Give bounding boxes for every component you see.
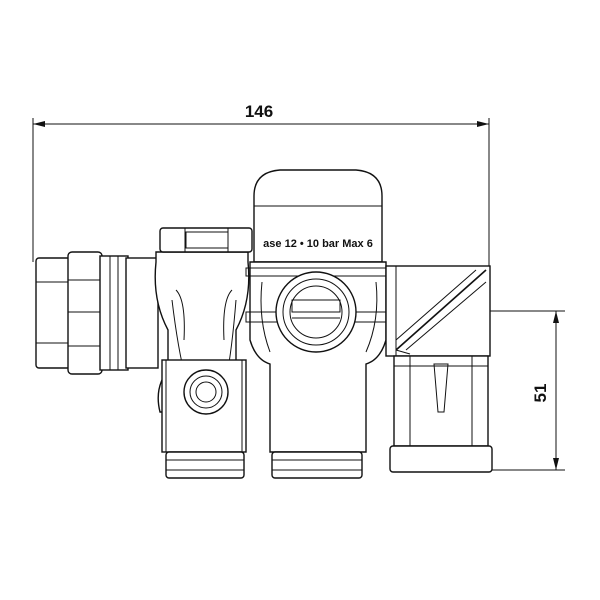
left-inlet-nut [35,251,159,375]
width-dimension: 146 [32,102,490,270]
height-dimension-label: 51 [531,384,550,403]
center-valve-body: ase 12 • 10 bar Max 6 [245,169,391,479]
height-arrow-bottom [553,458,559,470]
cap-scale-label: ase 12 • 10 bar Max 6 [263,238,373,250]
left-side-port [183,369,229,415]
right-bottom-outlet [389,445,493,473]
height-arrow-top [553,311,559,323]
right-elbow-union [385,265,493,473]
left-valve-body [154,227,253,479]
width-arrow-left [33,121,45,127]
height-dimension: 51 [395,310,565,471]
width-arrow-right [477,121,489,127]
left-top-hex-cap [159,227,253,253]
right-lower-nut [393,355,489,447]
left-bottom-outlet [165,451,245,479]
thermostat-dome-cap [253,169,383,263]
width-dimension-label: 146 [245,102,273,121]
center-bottom-outlet [271,451,363,479]
